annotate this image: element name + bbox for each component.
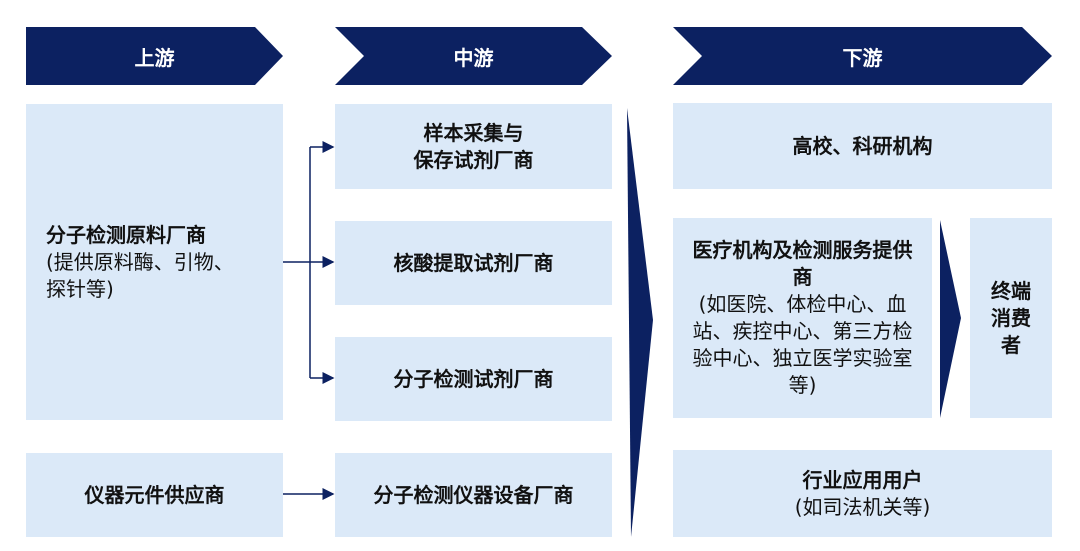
midstream-chevron bbox=[335, 27, 612, 85]
downstream-chevron bbox=[673, 27, 1052, 85]
medical-note: (如医院、体检中心、血站、疾控中心、第三方检验中心、独立医学实验室等) bbox=[692, 292, 913, 397]
raw-material-note: (提供原料酶、引物、探针等) bbox=[46, 249, 234, 301]
industry-title: 行业应用用户 bbox=[802, 467, 923, 492]
connectors bbox=[283, 141, 335, 500]
medical-to-consumer-arrow bbox=[940, 220, 961, 418]
sample-line-1: 样本采集与 bbox=[423, 120, 524, 145]
raw-material-title: 分子检测原料厂商 bbox=[46, 222, 206, 247]
reagent-box: 分子检测试剂厂商 bbox=[335, 337, 612, 421]
header-upstream: 上游 bbox=[134, 45, 175, 70]
research-box: 高校、科研机构 bbox=[673, 103, 1052, 189]
upstream-chevron bbox=[26, 27, 283, 85]
instrument-parts-box: 仪器元件供应商 bbox=[26, 453, 283, 537]
raw-material-box: 分子检测原料厂商 (提供原料酶、引物、探针等) bbox=[26, 104, 283, 420]
extraction-box: 核酸提取试剂厂商 bbox=[335, 221, 612, 305]
consumer-box: 终端消费者 bbox=[970, 218, 1052, 418]
medical-title: 医疗机构及检测服务提供商 bbox=[692, 238, 913, 289]
industry-box: 行业应用用户 (如司法机关等) bbox=[673, 450, 1052, 537]
sample-line-2: 保存试剂厂商 bbox=[413, 147, 534, 172]
medical-box: 医疗机构及检测服务提供商 (如医院、体检中心、血站、疾控中心、第三方检验中心、独… bbox=[673, 218, 932, 418]
header-downstream: 下游 bbox=[842, 45, 883, 70]
sample-reagent-box: 样本采集与 保存试剂厂商 bbox=[335, 104, 612, 189]
instrument-box: 分子检测仪器设备厂商 bbox=[335, 453, 612, 537]
mid-to-down-arrow bbox=[627, 108, 653, 537]
industry-note: (如司法机关等) bbox=[794, 494, 931, 519]
header-midstream: 中游 bbox=[453, 45, 494, 70]
